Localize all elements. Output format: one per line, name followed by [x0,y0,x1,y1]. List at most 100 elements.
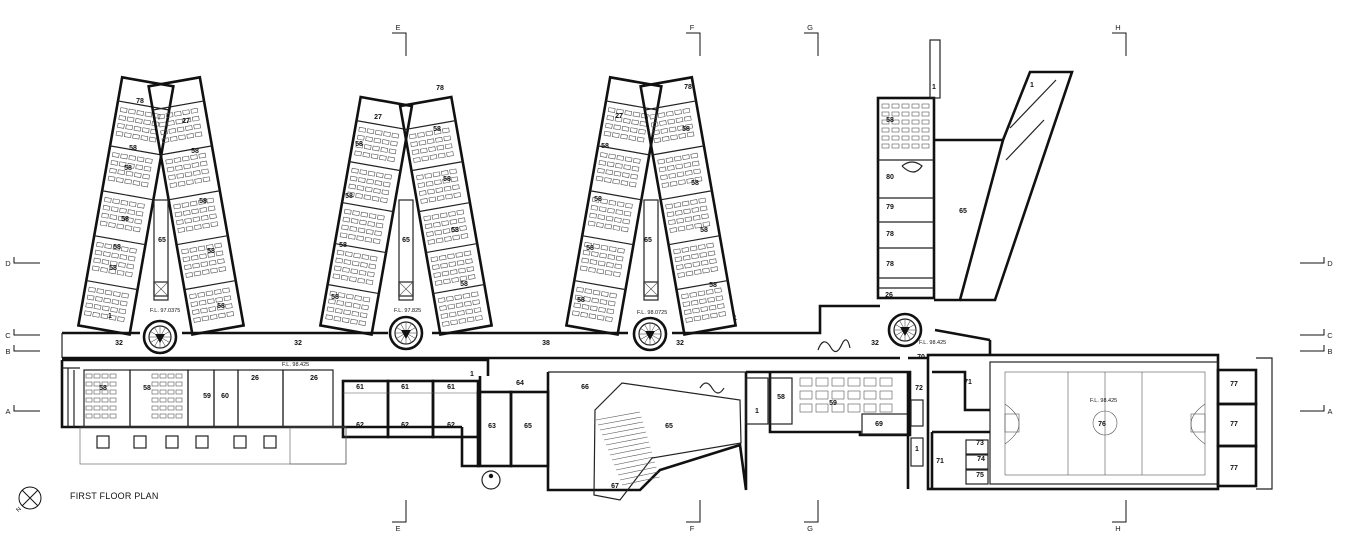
room-number: 66 [581,384,589,391]
room-number: 78 [886,261,894,268]
room-number: 80 [886,174,894,181]
room-number: 38 [542,340,550,347]
room-number: 76 [1098,421,1106,428]
classroom-wing [639,75,738,337]
room-number: 65 [665,423,673,430]
section-letter: C [5,331,11,340]
room-number: 27 [374,114,382,121]
room-number: 58 [355,141,363,148]
section-marker-top: E [392,23,407,56]
room-number: 58 [191,148,199,155]
spiral-stair-icon [887,312,923,348]
floor-level-5: F.L. 98.425 [282,362,309,368]
room-number: 61 [356,384,364,391]
section-letter: E [395,524,400,533]
room-number: 58 [345,193,353,200]
room-number: 63 [488,423,496,430]
room-number: 27 [615,113,623,120]
room-number: 78 [136,98,144,105]
section-marker-bottom: G [804,500,819,533]
section-letter: B [1327,347,1332,356]
room-number: 26 [310,375,318,382]
section-marker-left: B [5,345,40,356]
spiral-stair-icon [388,315,424,351]
room-number: 65 [158,237,166,244]
section-letter: D [1327,259,1333,268]
room-number: 74 [977,456,985,463]
section-marker-top: G [804,23,819,56]
floor-level-2: F.L. 97.825 [394,308,421,314]
room-number: 75 [976,472,984,479]
drawing-title: FIRST FLOOR PLAN [70,491,159,501]
section-letter: G [807,23,813,32]
room-number: 1 [915,446,919,453]
section-marker-right: B [1300,345,1333,356]
room-number: 58 [451,227,459,234]
room-number: 62 [447,422,455,429]
room-number: 77 [1230,421,1238,428]
room-number: 58 [339,242,347,249]
gymnasium [906,353,1273,491]
room-number: 58 [577,297,585,304]
room-number: 58 [121,216,129,223]
room-number: 58 [199,198,207,205]
section-marker-left: C [5,329,40,340]
section-letter: H [1115,23,1120,32]
room-number: 73 [976,440,984,447]
room-number: 59 [829,400,837,407]
room-number: 65 [959,208,967,215]
room-number: 58 [601,143,609,150]
room-number: 78 [684,84,692,91]
section-letter: H [1115,524,1120,533]
room-number: 1 [108,313,112,320]
room-number: 58 [143,385,151,392]
room-number: 1 [932,84,936,91]
room-number: 58 [207,248,215,255]
room-number: 58 [709,282,717,289]
room-number: 1 [1030,82,1034,89]
room-number: 58 [217,303,225,310]
room-number: 71 [936,458,944,465]
section-letter: A [1327,407,1332,416]
room-number: 78 [886,231,894,238]
classroom-wing [564,75,663,337]
floor-level-4: F.L. 98.425 [919,340,946,346]
section-letter: B [5,347,10,356]
room-number: 58 [129,145,137,152]
room-number: 64 [516,380,524,387]
section-letter: E [395,23,400,32]
section-letter: F [690,23,695,32]
room-number: 71 [964,379,972,386]
room-number: 62 [401,422,409,429]
section-letter: A [5,407,10,416]
room-number: 77 [1230,381,1238,388]
floor-level-3: F.L. 98.0725 [637,310,667,316]
classroom-wing [76,75,175,337]
room-number: 1 [470,371,474,378]
section-letter: D [5,259,11,268]
classroom-wing [318,95,414,337]
room-number: 58 [682,126,690,133]
room-number: 58 [691,180,699,187]
room-number: 65 [402,237,410,244]
room-number: 58 [886,117,894,124]
room-number: 27 [182,118,190,125]
north-arrow-icon: N [16,485,47,525]
section-letter: G [807,524,813,533]
section-letter: F [690,524,695,533]
room-number: 58 [460,281,468,288]
room-number: 32 [676,340,684,347]
admin-block [745,339,912,437]
room-number: 58 [594,196,602,203]
spiral-stair-icon [142,319,178,355]
section-marker-right: A [1300,405,1333,416]
room-number: 58 [586,245,594,252]
section-marker-bottom: F [686,500,701,533]
section-marker-right: D [1300,257,1333,268]
floor-level-1: F.L. 97.0375 [150,308,180,314]
room-number: 60 [221,393,229,400]
room-number: 58 [113,244,121,251]
floor-level-6: F.L. 98.425 [1090,398,1117,404]
room-number: 58 [443,176,451,183]
